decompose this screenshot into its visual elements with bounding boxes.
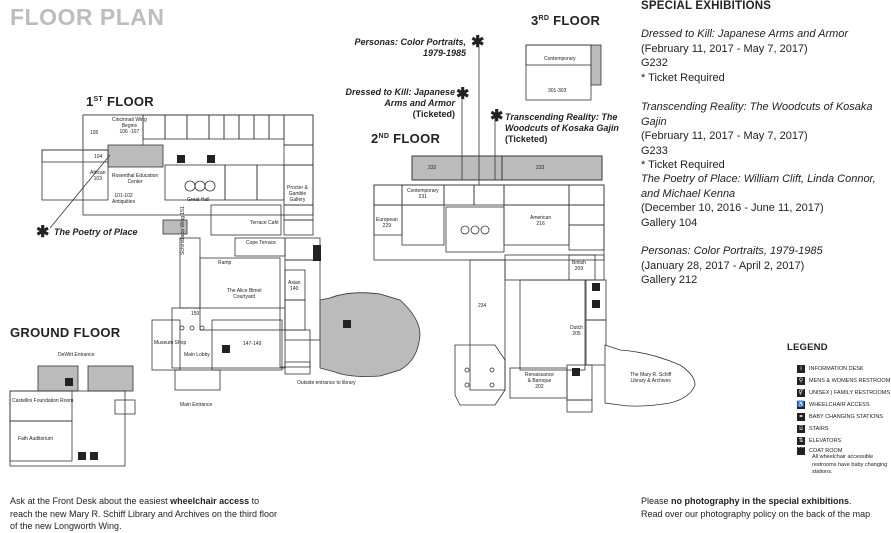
- label-234: 234: [478, 303, 487, 309]
- exhibition-item: Personas: Color Portraits, 1979-1985 (Ja…: [641, 245, 823, 286]
- exhibition-item: Transcending Reality: The Woodcuts of Ko…: [641, 101, 873, 171]
- exhibition-item: The Poetry of Place: William Clift, Lind…: [641, 173, 876, 229]
- label-104: 104: [94, 154, 103, 160]
- second-floor-label: 2ND FLOOR: [371, 131, 441, 146]
- legend-item: ⌸STAIRS: [797, 424, 828, 434]
- exhibit-asterisk-icon: ✱: [490, 108, 504, 125]
- baby-changing-icon: ⚭: [797, 412, 805, 421]
- label-third-contemporary: Contemporary: [544, 56, 576, 62]
- wheelchair-icon: ♿: [797, 400, 805, 409]
- label-ramp: Ramp: [218, 260, 232, 266]
- label-great-hall: Great Hall: [187, 197, 210, 203]
- restroom-icon: ⚲: [797, 376, 805, 385]
- callout-poetry[interactable]: The Poetry of Place: [54, 227, 138, 237]
- label-cope-terrace: Cope Terrace: [246, 240, 276, 246]
- footer-photography-note: Please no photography in the special exh…: [641, 496, 871, 519]
- page-title: FLOOR PLAN: [10, 4, 165, 30]
- legend-item: ⚥UNISEX | FAMILY RESTROOMS: [797, 388, 890, 397]
- label-main-lobby: Main Lobby: [184, 352, 210, 358]
- label-terrace-cafe: Terrace Café: [250, 220, 279, 226]
- legend-note: All wheelchair accessible restrooms have…: [812, 454, 888, 475]
- elevator-icon: ⇅: [797, 436, 805, 445]
- label-castellini: Castellini Foundation Room: [12, 398, 74, 404]
- label-main-entrance: Main Entrance: [180, 402, 213, 408]
- library-wing-shape: [319, 292, 421, 377]
- label-147-149: 147-149: [243, 341, 262, 347]
- label-fath: Fath Auditorium: [18, 436, 54, 442]
- label-outside-library: Outside entrance to library: [297, 380, 356, 386]
- label-museum-shop: Museum Shop: [154, 340, 187, 346]
- label-dewitt: DeWitt Entrance: [58, 352, 95, 358]
- special-exhibitions-heading: SPECIAL EXHIBITIONS: [641, 0, 772, 12]
- unisex-restroom-icon: ⚥: [797, 388, 805, 397]
- callout-personas[interactable]: Personas: Color Portraits,1979-1985: [354, 37, 466, 58]
- label-150: 150: [191, 311, 200, 317]
- label-233: 233: [536, 165, 545, 171]
- first-floor-label: 1ST FLOOR: [86, 94, 154, 109]
- label-105: 105: [90, 130, 99, 136]
- exhibition-item: Dressed to Kill: Japanese Arms and Armor…: [641, 28, 849, 84]
- legend-item: ⚭BABY CHANGING STATIONS: [797, 412, 883, 421]
- legend-heading: LEGEND: [787, 342, 828, 353]
- exhibit-asterisk-icon: ✱: [456, 86, 470, 103]
- label-301-303: 301-303: [548, 88, 567, 94]
- stairs-icon: ⌸: [797, 424, 805, 433]
- exhibit-asterisk-icon: ✱: [36, 224, 50, 241]
- alice-bimel-courtyard: [199, 257, 281, 331]
- third-floor-label: 3RD FLOOR: [531, 13, 601, 28]
- legend-item: ⌒COAT ROOM: [797, 446, 843, 455]
- legend-item: ⇅ELEVATORS: [797, 436, 842, 445]
- label-232: 232: [428, 165, 437, 171]
- footer-accessibility-note: Ask at the Front Desk about the easiest …: [10, 496, 277, 531]
- second-floor-north-block: [411, 155, 603, 181]
- legend-item: ⚲MENS & WOMENS RESTROOM: [797, 376, 891, 385]
- legend-item: ♿WHEELCHAIR ACCESS: [797, 400, 870, 409]
- exhibit-asterisk-icon: ✱: [471, 34, 485, 51]
- gallery-234: [469, 259, 506, 391]
- info-desk-icon: i: [797, 364, 805, 373]
- ground-floor-label: GROUND FLOOR: [10, 325, 121, 340]
- coat-room-icon: ⌒: [797, 446, 805, 455]
- label-schmidlapp: Schmidlapp Wing 151: [180, 206, 186, 255]
